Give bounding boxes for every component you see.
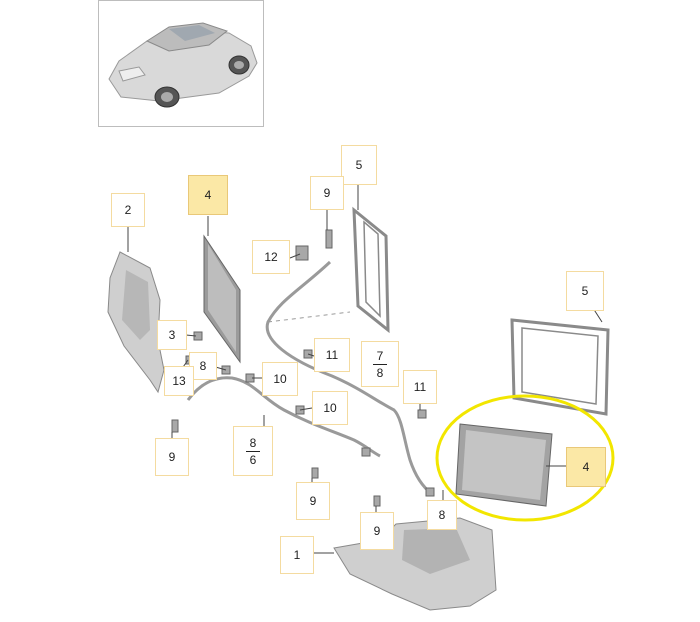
mount-frame-right[interactable]: [510, 318, 610, 416]
callout-9-bottom[interactable]: 9: [360, 512, 394, 550]
callout-8-6[interactable]: 8 6: [233, 426, 273, 476]
callout-8-sub: 8: [376, 365, 384, 380]
car-thumbnail-icon: [108, 22, 258, 108]
callout-7-8[interactable]: 7 8: [361, 341, 399, 387]
callout-5-right[interactable]: 5: [566, 271, 604, 311]
condenser-left[interactable]: [203, 234, 241, 364]
callout-8-right[interactable]: 8: [427, 500, 457, 530]
condenser-right[interactable]: [455, 423, 553, 507]
callout-10-lower[interactable]: 10: [312, 391, 348, 425]
callout-4-left[interactable]: 4: [188, 175, 228, 215]
callout-7: 7: [376, 348, 384, 363]
callout-11-lower[interactable]: 11: [403, 370, 437, 404]
callout-12[interactable]: 12: [252, 240, 290, 274]
callout-9-left[interactable]: 9: [155, 438, 189, 476]
callout-4-right[interactable]: 4: [566, 447, 606, 487]
callout-2[interactable]: 2: [111, 193, 145, 227]
callout-6: 6: [249, 452, 257, 467]
air-duct-left[interactable]: [107, 251, 165, 394]
refrigerant-lines[interactable]: [186, 260, 433, 496]
callout-8-mid: 8: [249, 435, 257, 450]
callout-divider: [373, 363, 387, 365]
callout-9-top[interactable]: 9: [310, 176, 344, 210]
callout-13[interactable]: 13: [164, 366, 194, 396]
callout-1[interactable]: 1: [280, 536, 314, 574]
callout-9-mid[interactable]: 9: [296, 482, 330, 520]
callout-11-upper[interactable]: 11: [314, 338, 350, 372]
selection-ring: [435, 394, 615, 522]
callout-3[interactable]: 3: [157, 320, 187, 350]
callout-divider: [246, 450, 260, 452]
mount-frame-top[interactable]: [352, 206, 390, 334]
car-thumbnail[interactable]: [98, 0, 264, 127]
air-duct-bottom[interactable]: [333, 517, 497, 611]
callout-10-upper[interactable]: 10: [262, 362, 298, 396]
callout-5-top[interactable]: 5: [341, 145, 377, 185]
